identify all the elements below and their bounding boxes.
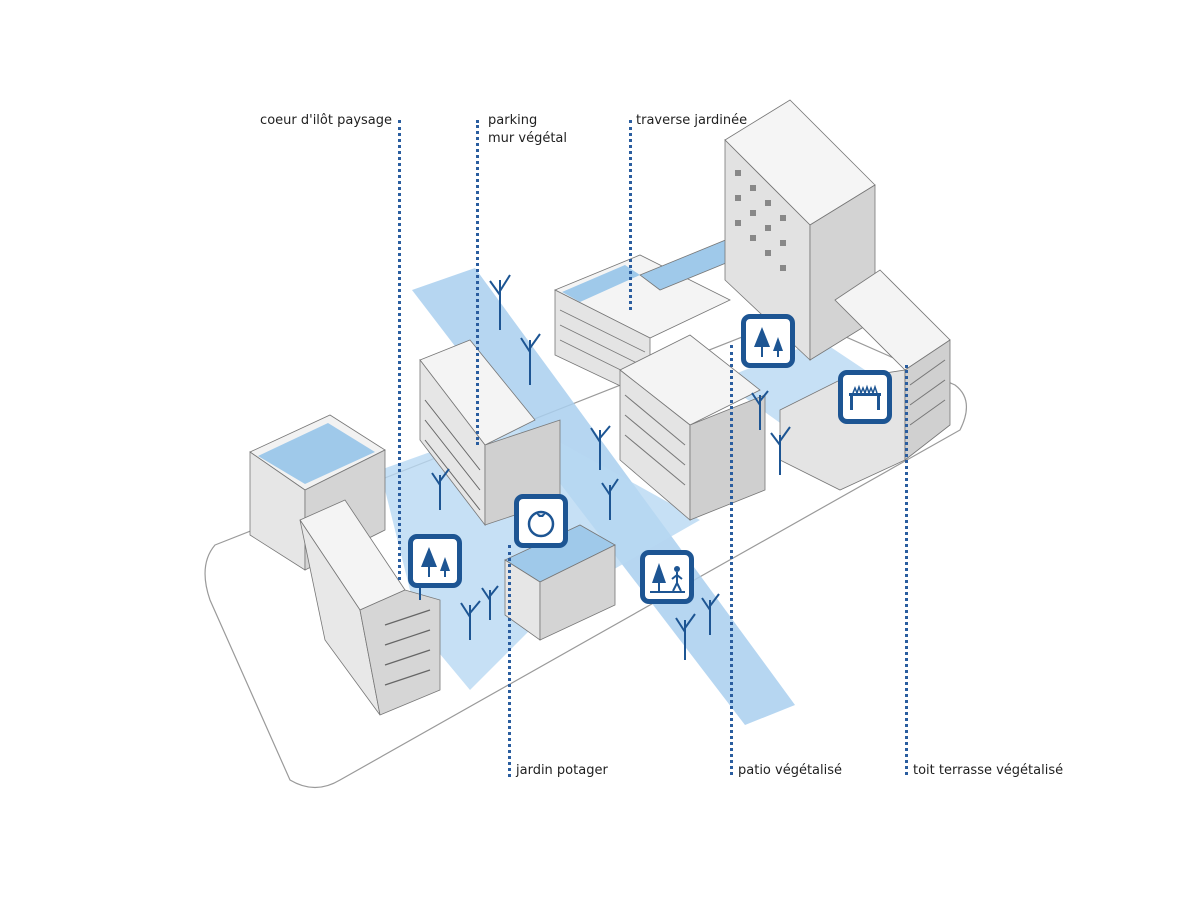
label-coeur-ilot: coeur d'ilôt paysage: [260, 113, 392, 128]
green-roof-icon: [838, 370, 892, 424]
leader-line-patio: [730, 345, 733, 775]
leader-line-jardin: [508, 545, 511, 777]
label-toit: toit terrasse végétalisé: [913, 763, 1064, 778]
trees-icon: [408, 534, 462, 588]
building-d: [504, 524, 616, 641]
leader-line-parking: [476, 120, 479, 445]
label-jardin: jardin potager: [516, 763, 608, 778]
leader-line-toit: [905, 365, 908, 775]
label-parking: parking mur végétal: [488, 112, 567, 148]
label-patio: patio végétalisé: [738, 763, 843, 778]
leader-line-traverse: [629, 120, 632, 310]
leader-line-coeur-ilot: [398, 120, 401, 580]
label-parking-line2: mur végétal: [488, 131, 567, 146]
building-f: [619, 334, 766, 521]
tree-walker-icon: [640, 550, 694, 604]
trees-icon-right: [741, 314, 795, 368]
building-g: [724, 99, 876, 361]
building-b: [299, 499, 441, 716]
label-parking-line1: parking: [488, 113, 538, 128]
tomato-icon: [514, 494, 568, 548]
label-traverse: traverse jardinée: [636, 113, 748, 128]
